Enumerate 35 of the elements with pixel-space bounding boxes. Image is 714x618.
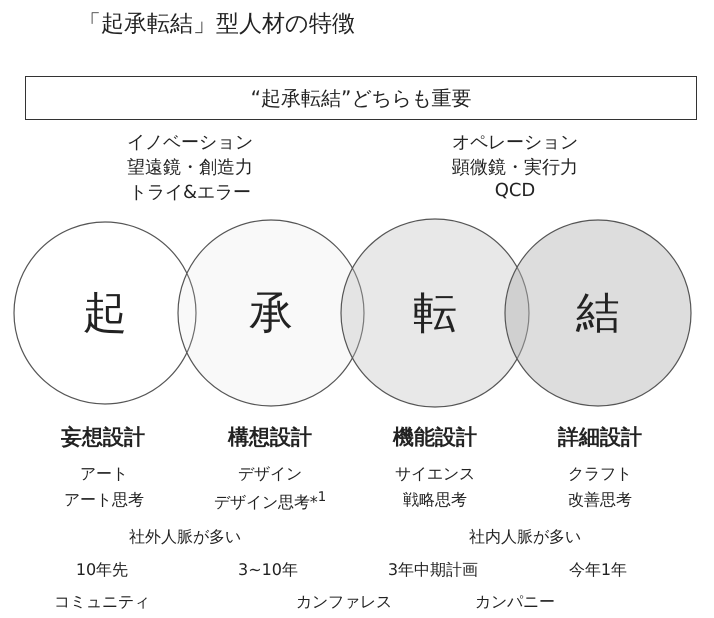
scope-label: カンパニー xyxy=(475,592,555,613)
design-label: 妄想設計 xyxy=(61,424,145,451)
item-label: 戦略思考 xyxy=(403,490,467,511)
item-label: サイエンス xyxy=(395,464,475,485)
design-label: 詳細設計 xyxy=(558,424,642,451)
trait-label: 望遠鏡・創造力 xyxy=(127,156,253,179)
trait-label: オペレーション xyxy=(452,131,578,154)
trait-label: QCD xyxy=(494,180,536,201)
item-label: デザイン思考*$^{1}$ xyxy=(214,490,326,514)
item-label: デザイン xyxy=(238,464,302,485)
scope-label: コミュニティ xyxy=(54,592,150,613)
network-label: 社外人脈が多い xyxy=(129,527,241,548)
stage-character: 承 xyxy=(248,286,294,340)
stage-character: 起 xyxy=(82,286,128,340)
horizon-label: 10年先 xyxy=(76,560,128,581)
trait-label: イノベーション xyxy=(127,131,253,154)
item-label: 改善思考 xyxy=(568,490,632,511)
network-label: 社内人脈が多い xyxy=(469,527,581,548)
trait-label: 顕微鏡・実行力 xyxy=(452,156,578,179)
design-label: 構想設計 xyxy=(228,424,312,451)
design-label: 機能設計 xyxy=(393,424,477,451)
item-label: アート思考 xyxy=(64,490,144,511)
stage-character: 結 xyxy=(574,286,621,340)
horizon-label: 3年中期計画 xyxy=(388,560,478,581)
scope-label: カンファレス xyxy=(296,592,392,613)
item-label: クラフト xyxy=(568,464,632,485)
stage-circle xyxy=(13,221,197,405)
stage-circle xyxy=(504,219,692,407)
horizon-label: 3~10年 xyxy=(238,560,298,581)
item-label: アート xyxy=(80,464,128,485)
title: 「起承転結」型人材の特徴 xyxy=(78,10,355,39)
horizon-label: 今年1年 xyxy=(568,560,628,581)
heading-box: “起承転結”どちらも重要 xyxy=(25,76,697,120)
trait-label: トライ&エラー xyxy=(128,181,252,204)
stage-character: 転 xyxy=(412,286,458,340)
